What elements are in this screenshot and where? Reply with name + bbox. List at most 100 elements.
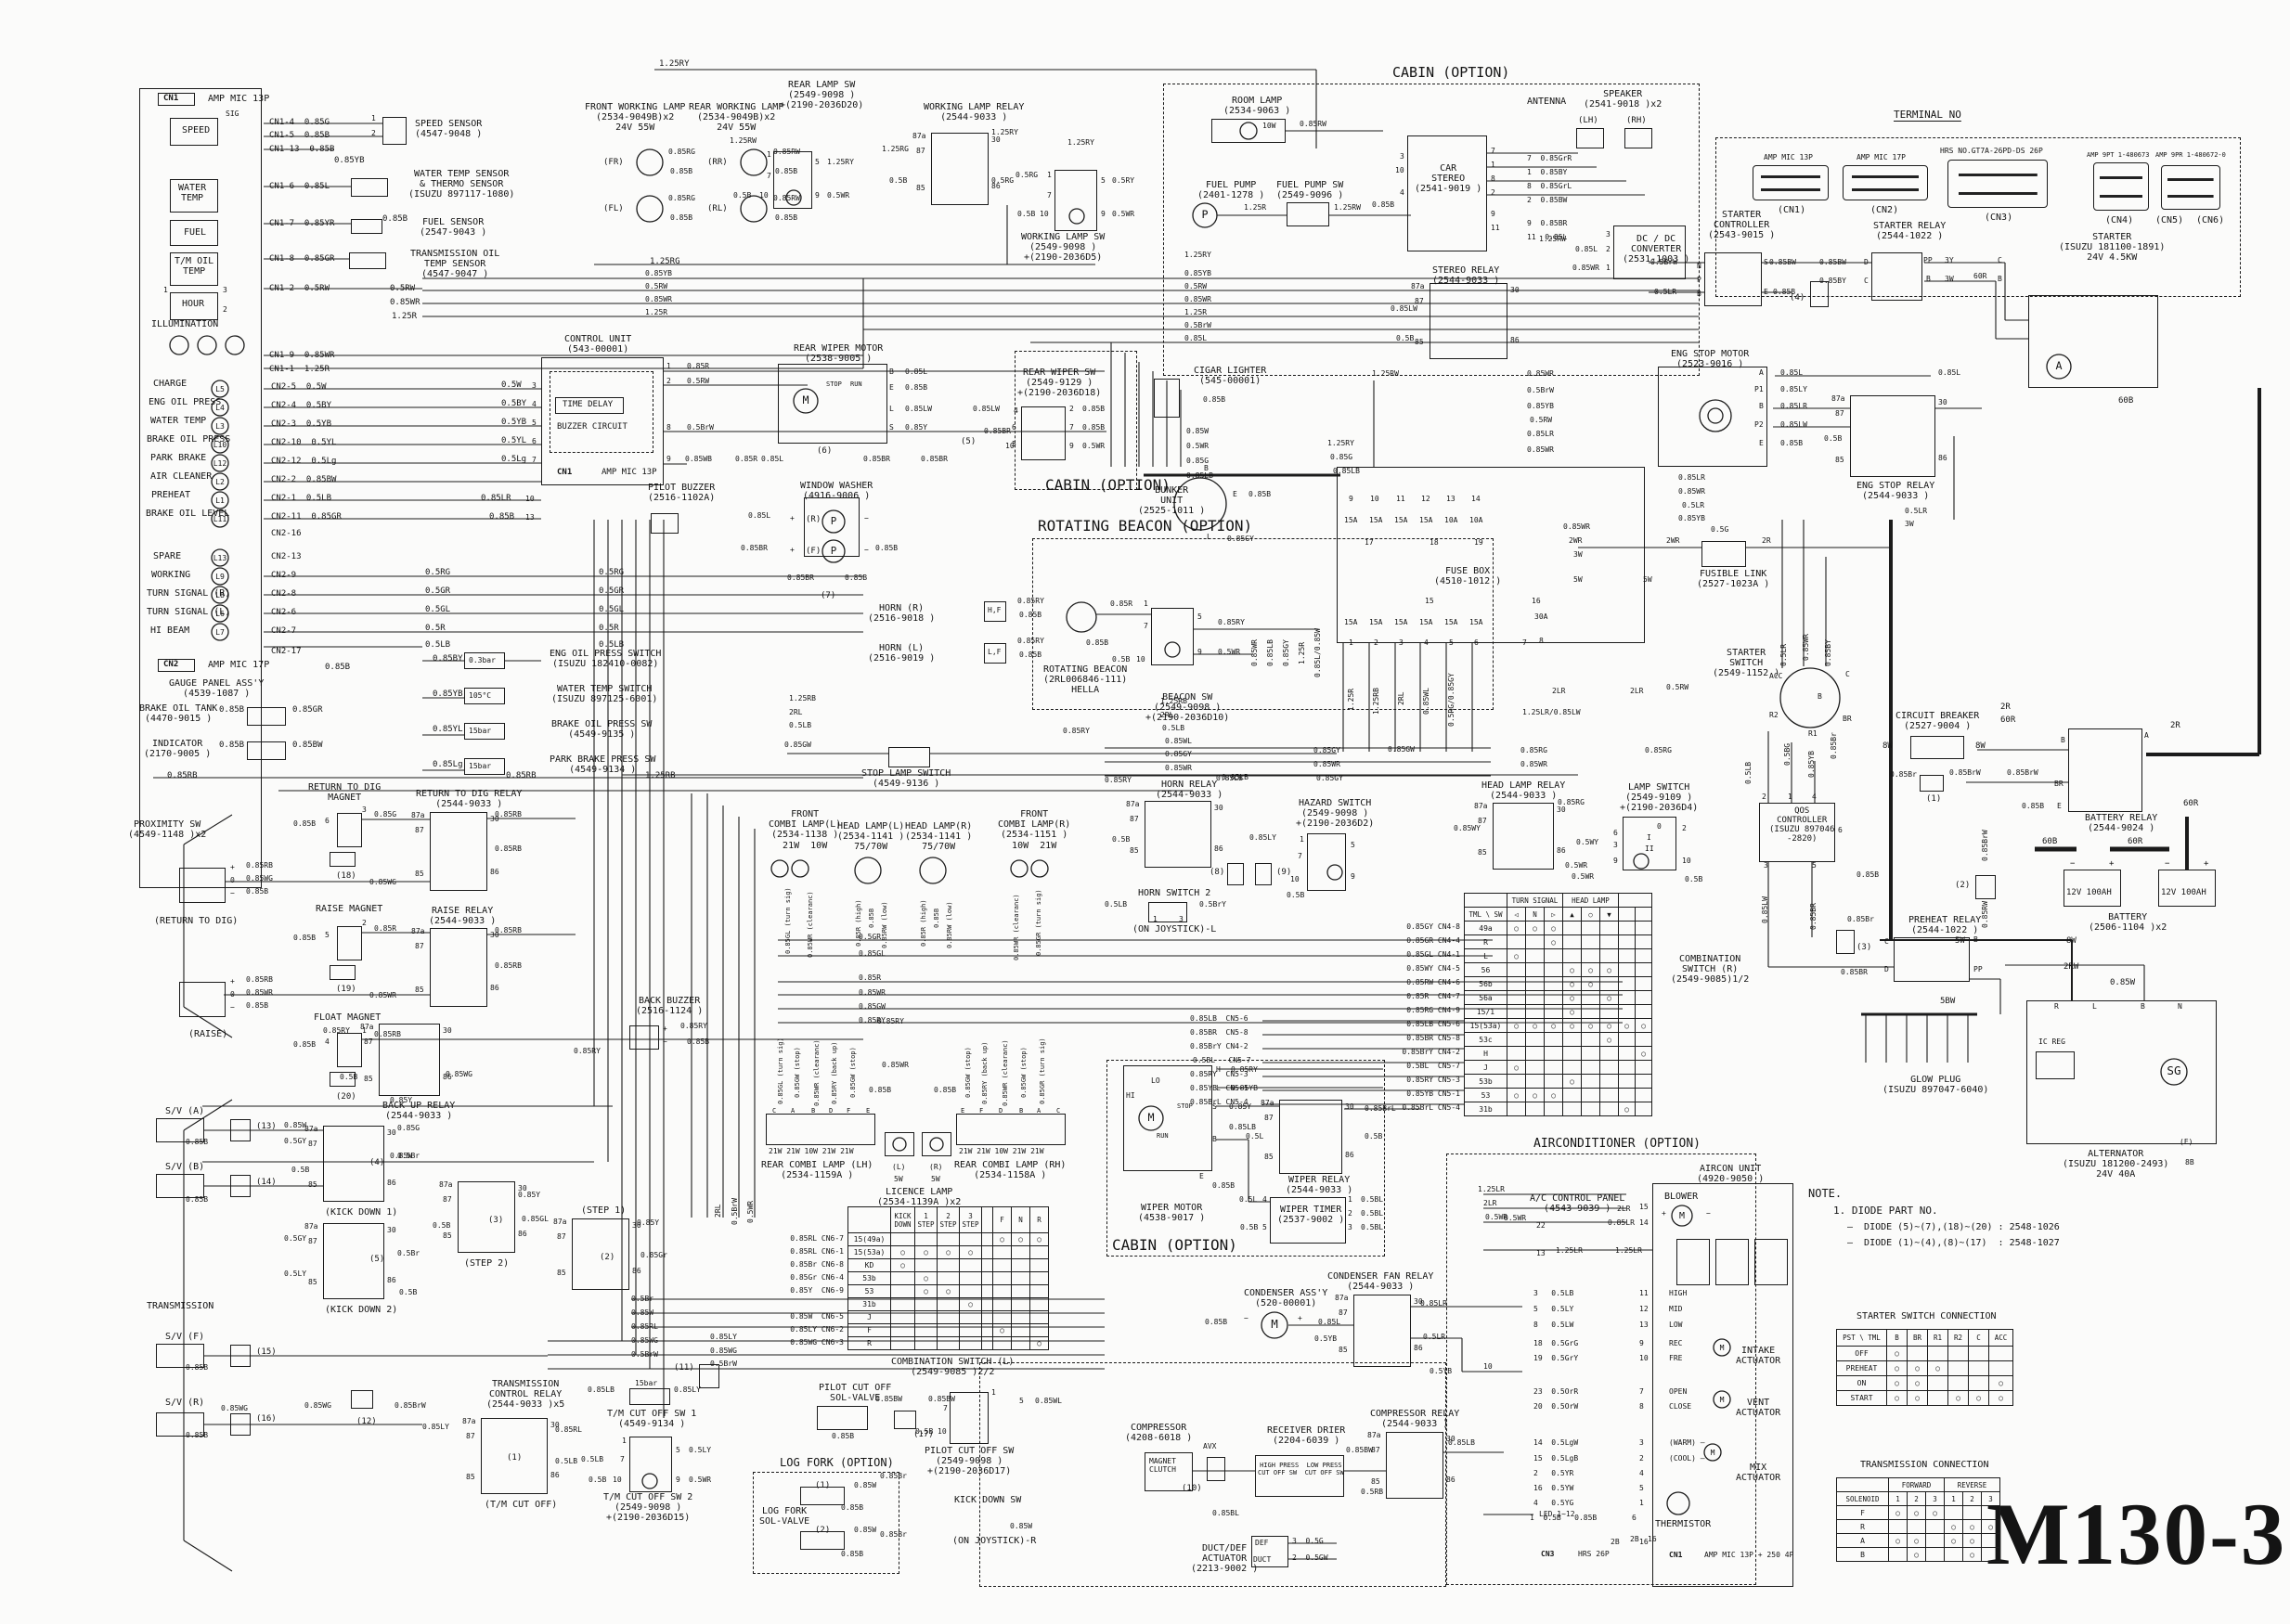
diagram-label: B — [1204, 464, 1209, 472]
table-mark-cell — [992, 1284, 1012, 1298]
relay-pin-label: 87a — [553, 1218, 567, 1226]
diagram-label: 60R — [2128, 837, 2143, 846]
diagram-label: 2LR — [1552, 687, 1566, 695]
diagram-label: 13 — [1446, 495, 1456, 503]
diagram-label: 10 — [1483, 1362, 1493, 1371]
battery-relay-box — [2068, 728, 2142, 812]
relay-pin-label: 86 — [632, 1267, 641, 1275]
diagram-label: BLOWER — [1664, 1192, 1699, 1202]
diagram-label: REAR WIPER SW (2549-9129 ) +(2190-2036D1… — [1017, 367, 1102, 399]
diagram-label: 0.85B — [775, 167, 798, 175]
diagram-label: DC / DC CONVERTER (2531-1003 ) — [1623, 234, 1690, 265]
diagram-label: 60B — [2118, 396, 2134, 406]
diagram-label: 0.5WR — [1112, 210, 1135, 218]
diagram-label: TRANSMISSION — [147, 1301, 214, 1311]
diagram-label: − — [864, 514, 869, 522]
diagram-label: STARTER (ISUZU 181100-1891) 24V 4.5KW — [2059, 232, 2166, 264]
table-mark-cell: ○ — [1581, 976, 1600, 991]
table-mark-cell: ○ — [1888, 1533, 1908, 1548]
diagram-label: 1 0.85BY — [1527, 168, 1568, 176]
relay-pin-label: 30 — [550, 1421, 560, 1429]
relay-pin-label: 86 — [387, 1179, 396, 1187]
table-pin-label: 0.85Br CN6-8 — [790, 1260, 844, 1269]
table-mark-cell: ○ — [1544, 1088, 1563, 1102]
rtd-relay-box — [430, 812, 487, 891]
diagram-label: (FL) — [603, 204, 624, 213]
relay-pin-label: 85 — [916, 184, 925, 192]
diagram-label: 0.85W — [854, 1481, 877, 1489]
diagram-label: 15 — [1425, 597, 1434, 605]
diagram-label: 9 — [676, 1476, 680, 1484]
table-mark-cell — [959, 1310, 982, 1324]
diagram-label: 5W — [1955, 936, 1965, 946]
diagram-label: CN2-11 0.85GR — [271, 512, 342, 522]
diagram-label: TRANSMISSION CONNECTION — [1860, 1460, 1989, 1470]
diagram-label: 0.85WR — [1184, 295, 1211, 303]
table-pin-label: 0.85Gr CN6-4 — [790, 1273, 844, 1282]
relay-pin-label: 85 — [1339, 1346, 1348, 1354]
diagram-label: 3 — [1399, 638, 1404, 647]
dcdc-converter-box — [1613, 226, 1686, 279]
table-header-cell: 1 — [1944, 1491, 1963, 1506]
table-mark-cell — [1029, 1258, 1049, 1272]
table-mark-cell: ○ — [1599, 990, 1619, 1005]
diagram-label: 6 — [1474, 638, 1479, 647]
table-mark-cell — [1525, 1032, 1545, 1047]
diagram-label: CN1-5 0.85B — [269, 131, 330, 140]
diagram-label: TRANSMISSION CONTROL RELAY (2544-9033 )x… — [486, 1379, 565, 1411]
table-mark-cell: ○ — [1988, 1375, 2013, 1391]
diagram-label: 2 0.5GW — [1292, 1553, 1328, 1562]
table-mark-cell — [1525, 1060, 1545, 1075]
tm-oil-sensor-sym — [349, 252, 386, 269]
diagram-label: 0.85WL — [1165, 737, 1192, 745]
diagram-label: 5BW — [1940, 997, 1956, 1006]
diagram-label: STARTER SWITCH (2549-1152 ) — [1713, 648, 1780, 679]
diagram-label: BRAKE OIL LEVEL — [146, 509, 230, 519]
component-circle — [2046, 354, 2072, 380]
diagram-label: A — [1759, 368, 1764, 377]
table-mark-cell — [981, 1258, 993, 1272]
diagram-label: 0 — [230, 876, 235, 884]
diagram-label: 11 — [1396, 495, 1405, 503]
diagram-label: 0.85LW — [1761, 896, 1769, 923]
table-mark-cell: ○ — [1907, 1360, 1928, 1376]
relay-pin-label: 30 — [1414, 1297, 1423, 1306]
cabin-mid-dash — [1015, 351, 1137, 490]
diagram-label: 1.25RY — [1067, 138, 1094, 147]
diagram-label: STOP LAMP SWITCH (4549-9136 ) — [861, 768, 951, 790]
table-row-label: 53c — [1464, 1032, 1507, 1047]
table-mark-cell — [1599, 976, 1619, 991]
diagram-label: E — [961, 1107, 965, 1115]
diagram-label: CN1 — [1669, 1551, 1683, 1559]
diagram-label: 0.85L — [1780, 368, 1804, 377]
table-mark-cell: ○ — [1599, 1018, 1619, 1033]
diagram-label: C — [772, 1107, 777, 1115]
wire — [183, 1006, 233, 1038]
table-mark-cell — [937, 1232, 960, 1246]
diagram-label: 0.85G — [1186, 457, 1210, 465]
diagram-label: 0.85W — [390, 1152, 413, 1160]
diagram-label: 8 — [1639, 1402, 1644, 1411]
diagram-label: 0.5WY — [1576, 838, 1599, 846]
relay-pin-label: 87 — [415, 942, 424, 950]
diagram-label: 7 — [767, 172, 771, 180]
backup-relay-box — [379, 1024, 440, 1096]
cigar-lighter-sym — [1154, 379, 1180, 418]
diagram-label: 1.25LR — [1556, 1246, 1583, 1255]
diagram-label: (4) — [1790, 293, 1805, 303]
diagram-label: ROOM LAMP (2534-9063 ) — [1223, 96, 1291, 117]
diagram-label: (10) — [1182, 1484, 1202, 1493]
alternator-box — [2026, 1000, 2217, 1144]
diagram-label: 0.85R — [374, 924, 397, 933]
diagram-label: REC — [1669, 1339, 1683, 1347]
table-mark-cell — [1029, 1310, 1049, 1324]
diagram-label: HORN RELAY (2544-9033 ) — [1156, 780, 1223, 801]
table-mark-cell — [1507, 976, 1526, 991]
diagram-label: 1 0.5B 0.85B — [1530, 1514, 1598, 1522]
diagram-label: HRS 26P — [1578, 1550, 1610, 1558]
diagram-label: 7 — [943, 1404, 948, 1412]
diagram-label: (RAISE) — [188, 1029, 228, 1039]
cu-inner-dash — [550, 371, 653, 453]
table-pin-label: 0.85BrY CN4-2 — [1402, 1048, 1460, 1056]
component-circle — [211, 586, 229, 604]
